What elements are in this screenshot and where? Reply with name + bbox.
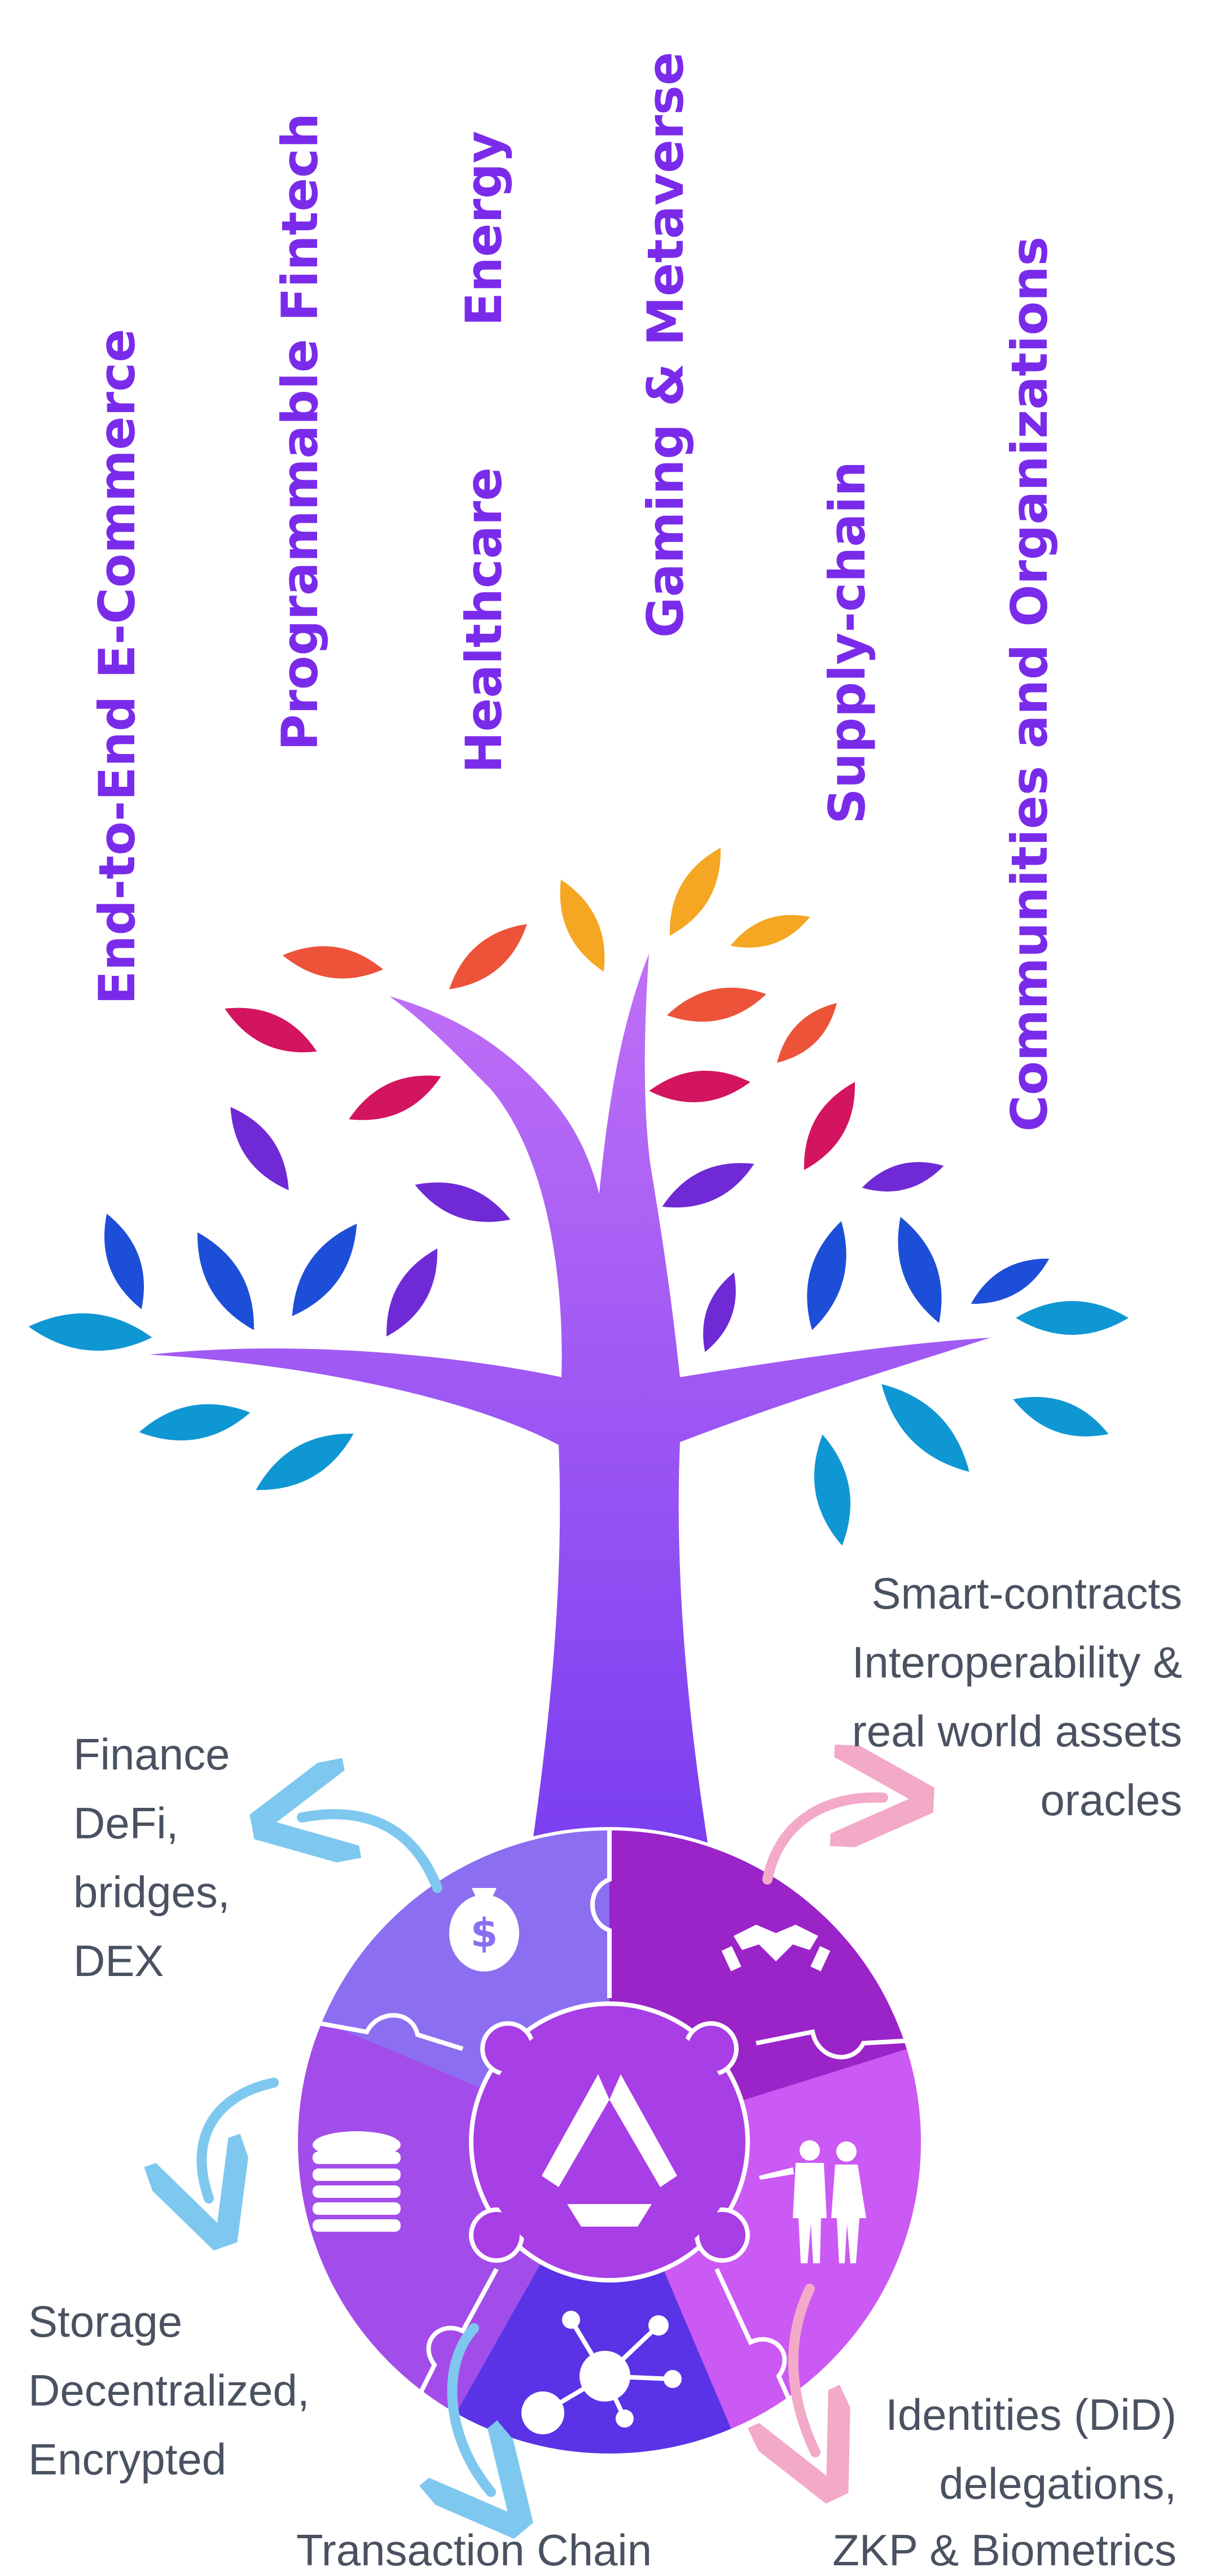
leaf <box>560 879 605 972</box>
storage-line-3: Encrypted <box>28 2434 226 2484</box>
arrow-transaction <box>452 2323 491 2492</box>
identities-line-3: ZKP & Biometrics <box>832 2525 1177 2575</box>
leaf <box>669 848 721 936</box>
leaf <box>197 1232 254 1330</box>
transaction-line-1: Transaction Chain <box>296 2525 652 2575</box>
svg-text:$: $ <box>471 1910 498 1956</box>
arrow-storage <box>201 2078 279 2198</box>
leaf <box>449 924 527 989</box>
root-label-transaction: Transaction Chain <box>296 2525 652 2575</box>
leaf <box>415 1182 511 1223</box>
smart-contracts-line-4: oracles <box>1041 1775 1182 1825</box>
root-label-smart-contracts: Smart-contracts Interoperability & real … <box>852 1569 1182 1825</box>
root-label-finance: Finance DeFi, bridges, DEX <box>73 1729 230 1986</box>
leaf <box>649 1071 750 1102</box>
people-icon <box>759 2140 866 2263</box>
leaf <box>256 1433 354 1491</box>
smart-contracts-line-2: Interoperability & <box>852 1637 1182 1687</box>
arrows <box>201 1798 883 2492</box>
sector-label-supply-chain: Supply-chain <box>818 461 876 824</box>
network-icon <box>521 2311 682 2434</box>
leaf <box>349 1075 441 1120</box>
smart-contracts-line-1: Smart-contracts <box>872 1569 1182 1618</box>
finance-line-1: Finance <box>73 1729 230 1779</box>
leaf <box>28 1313 152 1351</box>
finance-line-2: DeFi, <box>73 1798 178 1848</box>
sector-label-energy: Energy <box>455 131 513 326</box>
leaf <box>807 1221 846 1330</box>
leaf <box>139 1404 251 1441</box>
smart-contracts-line-3: real world assets <box>852 1706 1182 1756</box>
identities-line-2: delegations, <box>939 2459 1177 2508</box>
leaf <box>662 1163 754 1208</box>
sector-label-ecommerce: End-to-End E-Commerce <box>88 328 146 1005</box>
handshake-icon <box>721 1925 831 1972</box>
puzzle-circle: $ <box>295 1827 924 2457</box>
leaf <box>104 1213 144 1309</box>
leaf <box>730 915 810 948</box>
sector-label-fintech: Programmable Fintech <box>271 113 329 751</box>
sector-label-communities: Communities and Organizations <box>1000 236 1059 1132</box>
leaf <box>971 1258 1050 1304</box>
storage-line-2: Decentralized, <box>28 2365 310 2415</box>
leaf <box>1016 1301 1129 1335</box>
finance-line-4: DEX <box>73 1936 164 1986</box>
root-label-identities: Identities (DiD) delegations, ZKP & Biom… <box>832 2390 1177 2575</box>
leaf <box>804 1082 855 1170</box>
leaf <box>282 946 384 979</box>
database-icon <box>313 2131 401 2232</box>
root-label-storage: Storage Decentralized, Encrypted <box>28 2297 310 2484</box>
storage-line-1: Storage <box>28 2297 182 2346</box>
leaf <box>230 1107 289 1190</box>
leaf <box>776 1002 837 1063</box>
finance-line-3: bridges, <box>73 1867 230 1917</box>
leaf <box>292 1224 357 1316</box>
puzzle-piece-center <box>469 2001 750 2283</box>
arrow-identities <box>793 2284 815 2452</box>
tree-trunk <box>150 954 990 1857</box>
leaf <box>666 987 767 1022</box>
sector-label-healthcare: Healthcare <box>455 467 513 773</box>
sector-label-gaming: Gaming & Metaverse <box>637 52 695 638</box>
arrow-finance <box>302 1814 442 1893</box>
identities-line-1: Identities (DiD) <box>885 2390 1177 2439</box>
leaf <box>386 1248 438 1337</box>
arrow-smart-contracts <box>762 1798 883 1885</box>
logo-icon <box>542 2074 677 2227</box>
money-bag-icon: $ <box>449 1888 519 1972</box>
sector-labels: End-to-End E-Commerce Programmable Finte… <box>88 52 1059 1132</box>
leaf <box>814 1434 851 1546</box>
leaf <box>225 1007 317 1053</box>
leaf <box>881 1384 969 1472</box>
leaf <box>862 1162 944 1191</box>
leaf <box>1013 1396 1109 1437</box>
leaf <box>703 1272 736 1352</box>
leaf <box>898 1217 942 1323</box>
